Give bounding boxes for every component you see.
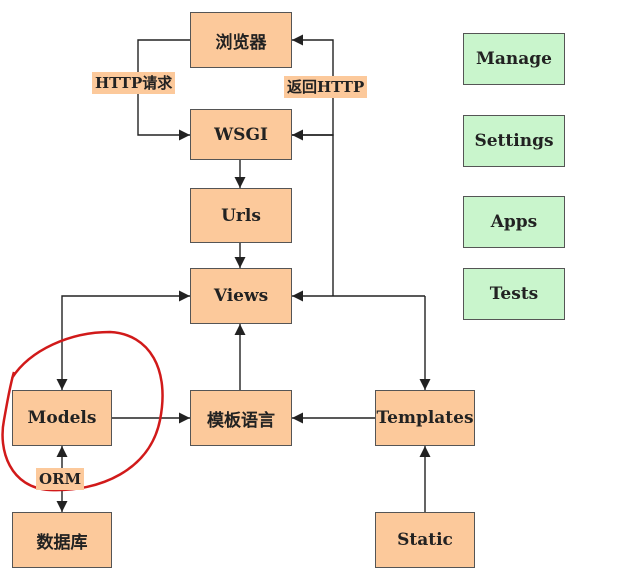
static-box: Static	[375, 512, 475, 568]
browser-box: 浏览器	[190, 12, 292, 68]
orm-label: ORM	[36, 468, 85, 490]
http-request-label: HTTP请求	[92, 72, 176, 94]
settings-box: Settings	[463, 115, 565, 167]
database-box: 数据库	[12, 512, 112, 568]
return-http-label: 返回HTTP	[284, 76, 368, 98]
tests-box: Tests	[463, 268, 565, 320]
views-box: Views	[190, 268, 292, 324]
apps-box: Apps	[463, 196, 565, 248]
templates-box: Templates	[375, 390, 475, 446]
highlight-circle	[1, 330, 164, 492]
manage-box: Manage	[463, 33, 565, 85]
wsgi-box: WSGI	[190, 109, 292, 160]
models-box: Models	[12, 390, 112, 446]
edge-views-models	[56, 290, 190, 390]
urls-box: Urls	[190, 188, 292, 243]
template-language-box: 模板语言	[190, 390, 292, 446]
edge-views-wsgi-return	[292, 129, 334, 296]
